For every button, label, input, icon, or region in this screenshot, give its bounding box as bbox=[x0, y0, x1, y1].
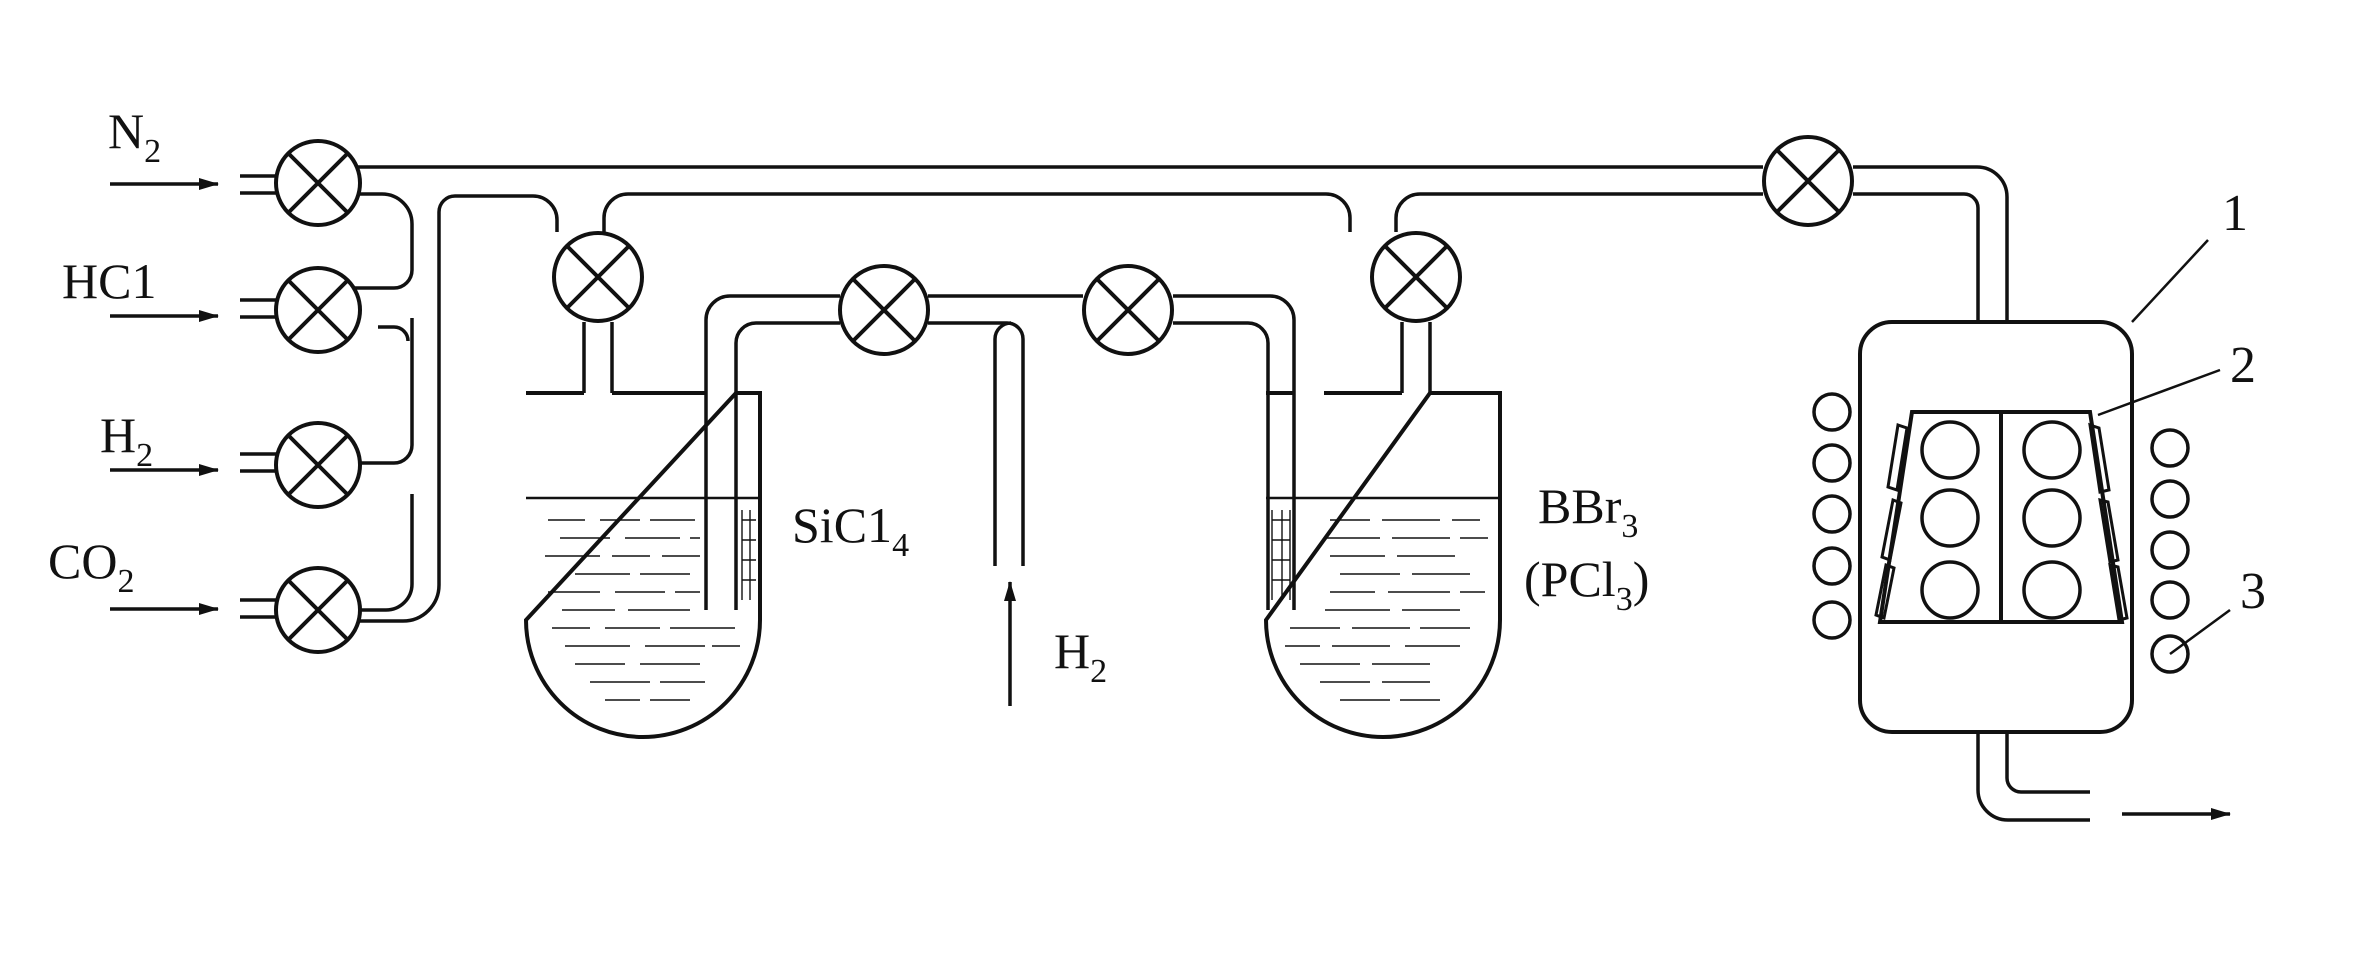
flow-arrows bbox=[110, 178, 2231, 820]
reactor bbox=[1812, 320, 2190, 734]
side-plates bbox=[1874, 422, 2129, 622]
bubbler-sicl4 bbox=[523, 391, 762, 739]
callout-3: 3 bbox=[2240, 563, 2266, 620]
bubbler-label-bbr3: BBr3 (PCl3) bbox=[1524, 478, 1649, 618]
valve-furnace bbox=[1762, 135, 1854, 227]
valve-n2 bbox=[274, 139, 362, 227]
valve-hcl bbox=[274, 266, 362, 354]
valve-bbr3-outlet bbox=[1370, 231, 1462, 323]
wafers bbox=[1920, 420, 2082, 620]
gas-labels: N2 HC1 H2 CO2 bbox=[48, 103, 161, 600]
rf-coils bbox=[1812, 392, 2190, 674]
valve-sicl4-outlet bbox=[552, 231, 644, 323]
reactor-vessel bbox=[1858, 320, 2134, 734]
callout-numbers: 1 2 3 bbox=[2222, 185, 2266, 620]
pipe-network bbox=[240, 165, 2090, 822]
valve-bbr3-inlet bbox=[1082, 264, 1174, 356]
bubbler-label-sicl4: SiC14 bbox=[792, 497, 909, 564]
valve-sicl4-inlet bbox=[838, 264, 930, 356]
h2-inlet-label: H2 bbox=[1054, 623, 1107, 690]
valve-h2 bbox=[274, 421, 362, 509]
gas-label-hcl: HC1 bbox=[62, 253, 156, 309]
bubbler-bbr3 bbox=[1263, 391, 1502, 739]
callout-1: 1 bbox=[2222, 185, 2248, 242]
gas-label-co2: CO2 bbox=[48, 533, 134, 600]
valves bbox=[274, 135, 1854, 654]
callout-leaders bbox=[2097, 239, 2231, 656]
callout-2: 2 bbox=[2230, 337, 2256, 394]
bubbler-label-pcl3-line2: (PCl3) bbox=[1524, 551, 1649, 618]
valve-co2 bbox=[274, 566, 362, 654]
gas-label-h2: H2 bbox=[100, 407, 153, 474]
gas-label-n2: N2 bbox=[108, 103, 161, 170]
bubbler-label-bbr3-line1: BBr3 bbox=[1538, 478, 1638, 545]
